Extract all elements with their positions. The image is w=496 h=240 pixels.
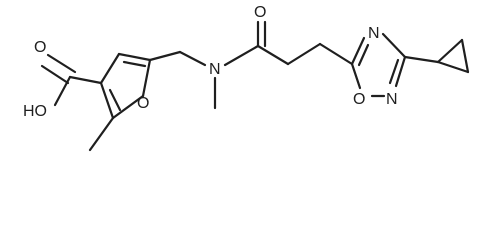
bond-cyclopropyl-c (436, 60, 470, 74)
bond-furan-c2-c3 (99, 81, 115, 120)
bond-acid-c3 (68, 75, 103, 85)
bond-c3-cyclopropyl (403, 55, 440, 64)
amide-oxygen-label: O (254, 4, 266, 21)
bond-ch2-n (178, 50, 207, 67)
bond-c-o-double-b (40, 64, 70, 85)
bond-furan-c4-c5-inner (122, 60, 147, 68)
bond-furan-c2-c3-inner (108, 88, 122, 112)
bond-c3-n2 (394, 55, 407, 88)
bond-cyclopropyl-a (436, 38, 464, 64)
atom-labels: O HO O N O N O N (23, 4, 398, 120)
bond-c5-n4 (350, 36, 366, 66)
bond-c5-n4-inner (357, 43, 370, 67)
bond-furan-c4-c5 (117, 52, 152, 62)
oxadiazole-n4-label: N (368, 25, 380, 42)
furan-oxygen-label: O (137, 95, 149, 112)
bond-carbonyl-ch2 (256, 44, 290, 66)
oxadiazole-n2-label: N (386, 91, 398, 108)
bond-furan-c5-o (141, 58, 152, 98)
bond-n4-c3 (381, 32, 407, 59)
bond-c5-ch2 (148, 50, 182, 62)
oxadiazole-o1-label: O (353, 91, 365, 108)
chemical-structure-diagram: O HO O N O N O N (23, 4, 470, 152)
bond-c-oh (53, 75, 72, 107)
bond-cyclopropyl-b (460, 38, 470, 74)
bond-c3-n2-inner (388, 58, 400, 85)
bonds (40, 20, 470, 152)
bond-ch2-ch2 (286, 42, 322, 66)
amide-nitrogen-label: N (209, 61, 221, 78)
bond-c-o-double-a (46, 53, 77, 74)
bond-ch2-oxadiazole (318, 42, 354, 66)
bond-furan-o-c2 (111, 94, 145, 120)
bond-n-carbonyl (223, 44, 260, 67)
carboxylic-oxygen-label: O (34, 39, 46, 56)
bond-furan-c3-c4 (99, 52, 121, 85)
bond-o1-c5 (350, 62, 362, 90)
bond-c2-methyl (88, 116, 115, 152)
hydroxyl-label: HO (23, 103, 47, 120)
